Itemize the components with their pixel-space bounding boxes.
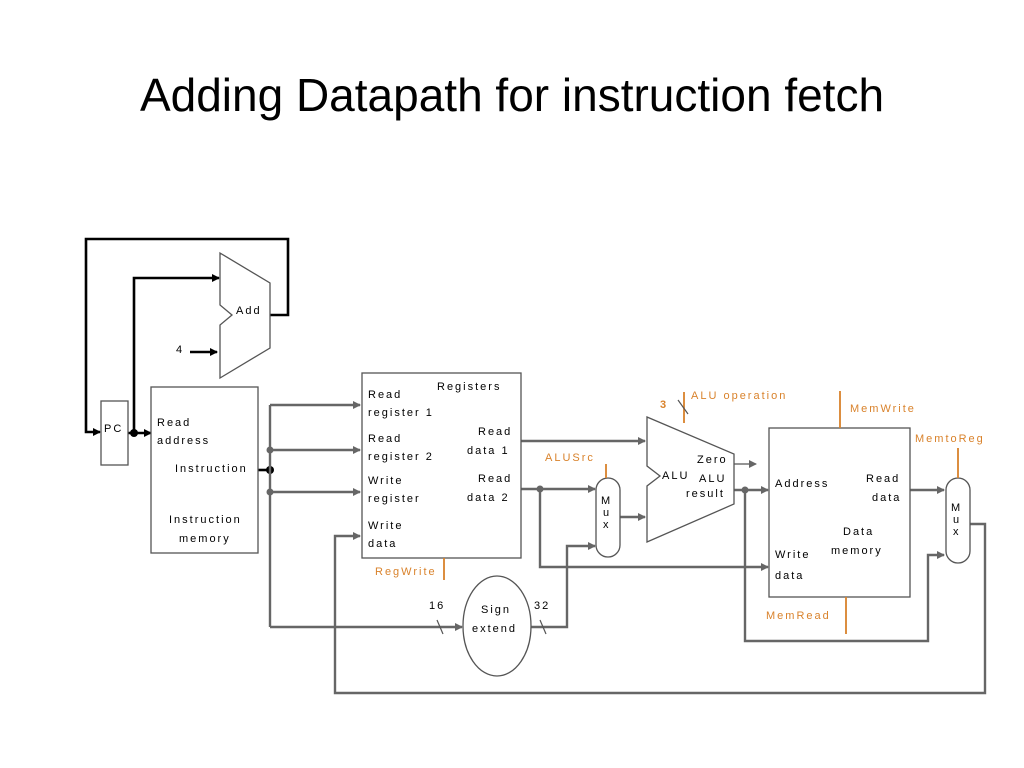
dm-name-a-label: Data — [843, 526, 874, 538]
pc-register — [100, 400, 129, 466]
rf-rd1a-label: Read — [478, 426, 512, 438]
bits16-slash — [436, 619, 444, 635]
add-unit — [219, 251, 271, 380]
bits32-slash — [539, 619, 547, 635]
rf-read1a-label: Read — [368, 389, 402, 401]
memwrite-label: MemWrite — [850, 403, 916, 415]
im-address-label: address — [157, 435, 210, 447]
alu-result-a-label: ALU — [699, 473, 726, 485]
register-file — [361, 372, 522, 559]
mux1-x-label: x — [603, 519, 609, 531]
rf-read2b-label: register 2 — [368, 451, 434, 463]
pc-feedback-wire — [84, 237, 290, 436]
sign-extend-out-wire — [530, 542, 596, 629]
alu-label: ALU — [662, 470, 689, 482]
rd2-to-dm-write-wire — [538, 489, 769, 571]
rf-read1b-label: register 1 — [368, 407, 434, 419]
rf-rd1b-label: data 1 — [467, 445, 510, 457]
dm-name-b-label: memory — [831, 545, 883, 557]
alu-result-b-label: result — [686, 488, 725, 500]
rf-wdatab-label: data — [368, 538, 397, 550]
result-junction-dot — [741, 486, 749, 494]
rf-wdataa-label: Write — [368, 520, 403, 532]
mux2-m-label: M — [951, 502, 960, 514]
memread-label: MemRead — [766, 610, 831, 622]
sign-extend-unit — [462, 575, 532, 677]
mux1-m-label: M — [601, 495, 610, 507]
dm-read-b-label: data — [872, 492, 901, 504]
sign-b-label: extend — [472, 623, 517, 635]
alusrc-label: ALUSrc — [545, 452, 595, 464]
mux2-x-label: x — [953, 526, 959, 538]
im-name2-label: memory — [179, 533, 231, 545]
alusrc-mux — [595, 477, 621, 558]
im-read-label: Read — [157, 417, 191, 429]
memtoreg-label: MemtoReg — [915, 433, 985, 445]
instruction-memory — [150, 386, 259, 554]
data-memory — [768, 427, 911, 598]
rf-writea-label: Write — [368, 475, 403, 487]
sign-a-label: Sign — [481, 604, 511, 616]
dm-address-label: Address — [775, 478, 829, 490]
dm-write-a-label: Write — [775, 549, 810, 561]
im-instruction-label: Instruction — [175, 463, 248, 475]
alu-result-bypass-wire — [743, 490, 945, 643]
dm-write-b-label: data — [775, 570, 804, 582]
rf-rd2a-label: Read — [478, 473, 512, 485]
slide-title: Adding Datapath for instruction fetch — [139, 69, 885, 121]
rf-title-label: Registers — [437, 381, 501, 393]
bits32-label: 32 — [534, 600, 550, 612]
dm-read-a-label: Read — [866, 473, 900, 485]
rf-read2a-label: Read — [368, 433, 402, 445]
mux2-u-label: u — [953, 514, 959, 526]
four-label: 4 — [176, 344, 182, 356]
bits16-label: 16 — [429, 600, 445, 612]
pc-label: PC — [104, 423, 123, 435]
rr2-junction-dot — [266, 446, 274, 454]
writeback-wire — [333, 522, 987, 695]
aluop-bits-label: 3 — [660, 399, 666, 411]
aluop-slash — [677, 399, 689, 415]
rd2-junction-dot — [536, 485, 544, 493]
pc-junction-dot — [130, 429, 138, 437]
add-label: Add — [236, 305, 262, 317]
im-name1-label: Instruction — [169, 514, 242, 526]
rf-writeb-label: register — [368, 493, 421, 505]
wr-junction-dot — [266, 488, 274, 496]
regwrite-label: RegWrite — [375, 566, 437, 578]
rf-rd2b-label: data 2 — [467, 492, 510, 504]
mux1-u-label: u — [603, 507, 609, 519]
alu-unit — [646, 416, 735, 543]
alu-operation-label: ALU operation — [691, 390, 787, 402]
alu-zero-label: Zero — [697, 454, 728, 466]
